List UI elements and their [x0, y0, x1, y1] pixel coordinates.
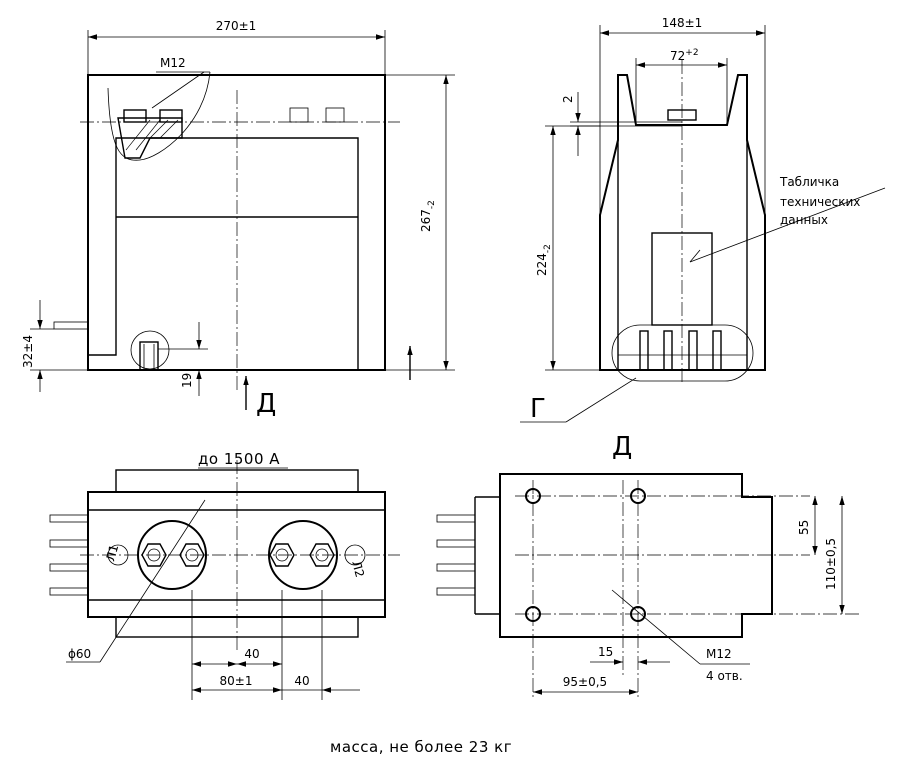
bolt-section-hatch — [125, 119, 179, 151]
terminal-l2: Л2 — [349, 559, 367, 579]
bolt-heads — [141, 543, 335, 567]
bolt-label-m12: M12 — [160, 56, 186, 70]
section-label-d: Д — [256, 389, 276, 419]
side-view: Г 148±1 72+2 2 224-2 Табличка технически… — [520, 16, 886, 424]
side-height-dim: 224-2 — [535, 244, 553, 276]
diameter-dim: ϕ60 — [68, 647, 91, 661]
spacing-dim-80: 80±1 — [220, 674, 253, 688]
gap-dim-2: 2 — [561, 95, 575, 103]
nameplate-label-2: технических — [780, 195, 860, 209]
dim-95: 95±0,5 — [563, 675, 607, 689]
offset-dim: 32±4 — [21, 335, 35, 368]
top-view: Л1 Л2 до 1500 А ϕ60 40 80±1 40 — [49, 450, 400, 700]
hole-label: M12 — [706, 647, 732, 661]
small-dim-19: 19 — [180, 373, 194, 388]
dim-55: 55 — [797, 520, 811, 535]
dim-15: 15 — [598, 645, 613, 659]
front-view: 270±1 267-2 M12 32±4 19 Д — [21, 19, 455, 419]
front-height-dim: 267-2 — [419, 200, 437, 232]
dim-110: 110±0,5 — [824, 538, 838, 590]
nameplate-label-3: данных — [780, 213, 828, 227]
view-d: Д 55 110±0,5 15 — [436, 432, 860, 700]
current-label: до 1500 А — [198, 450, 280, 468]
secondary-terminals — [49, 514, 89, 596]
front-width-dim: 270±1 — [216, 19, 257, 33]
side-width-dim: 148±1 — [662, 16, 703, 30]
spacing-dim-40b: 40 — [294, 674, 309, 688]
terminal-l1: Л1 — [103, 543, 121, 563]
view-d-title: Д — [612, 432, 632, 462]
detail-label-g: Г — [530, 394, 546, 424]
inner-width-dim: 72+2 — [670, 48, 699, 63]
view-d-terminals — [436, 514, 476, 596]
hole-count: 4 отв. — [706, 669, 743, 683]
spacing-dim-40a: 40 — [244, 647, 259, 661]
mass-note: масса, не более 23 кг — [330, 738, 512, 756]
nameplate-label-1: Табличка — [779, 175, 839, 189]
